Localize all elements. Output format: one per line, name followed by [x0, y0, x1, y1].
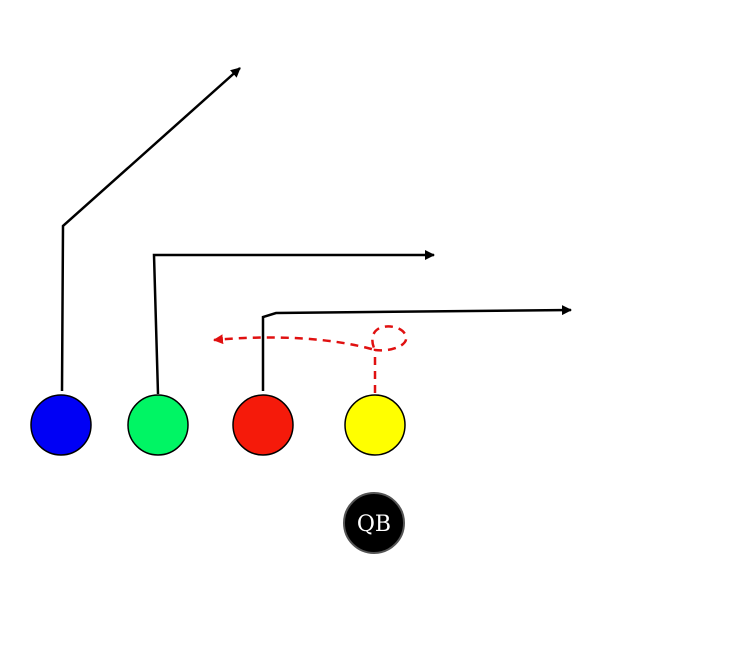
quarterback-label: QB	[357, 512, 391, 537]
player-quarterback	[343, 492, 405, 554]
green-route	[152, 250, 435, 395]
player-red	[232, 394, 294, 456]
blue-route	[60, 67, 241, 392]
player-green	[127, 394, 189, 456]
yellow-route	[213, 325, 408, 393]
player-blue	[30, 394, 92, 456]
red-route	[261, 305, 572, 391]
player-yellow	[344, 394, 406, 456]
